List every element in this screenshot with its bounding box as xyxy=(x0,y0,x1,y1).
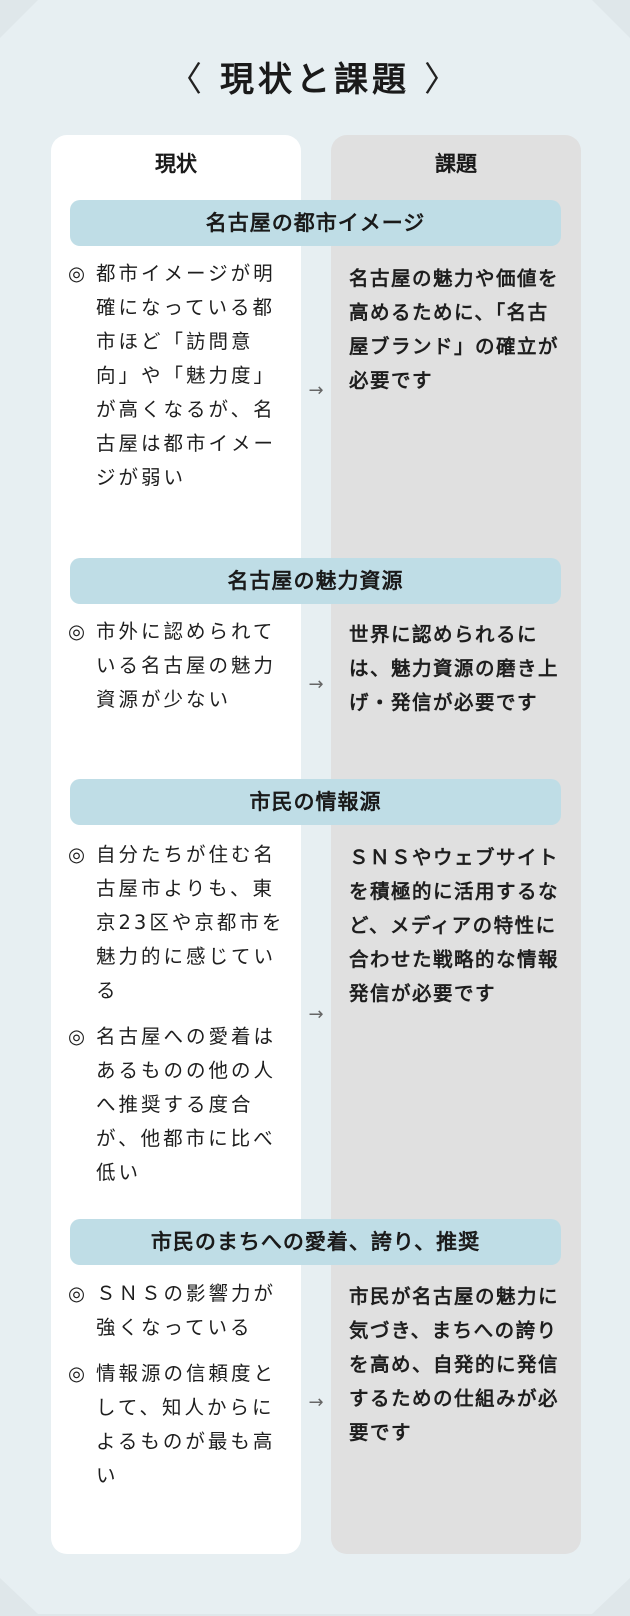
current-item-text: 市外に認められている名古屋の魅力資源が少ない xyxy=(96,620,277,711)
current-item-text: 都市イメージが明確になっている都市ほど「訪問意向」や「魅力度」が高くなるが、名古… xyxy=(96,262,277,489)
section-current-info-sources: ◎ 自分たちが住む名古屋市よりも、東京23区や京都市を魅力的に感じている ◎ 名… xyxy=(68,838,288,1202)
current-item: ◎ 名古屋への愛着はあるものの他の人へ推奨する度合が、他都市に比べ低い xyxy=(68,1020,288,1190)
section-issue-attractions: 世界に認められるには、魅力資源の磨き上げ・発信が必要です xyxy=(349,623,560,714)
double-circle-icon: ◎ xyxy=(68,1362,89,1385)
current-item-text: 名古屋への愛着はあるものの他の人へ推奨する度合が、他都市に比べ低い xyxy=(96,1025,277,1184)
current-item-text: ＳＮＳの影響力が強くなっている xyxy=(96,1282,277,1339)
double-circle-icon: ◎ xyxy=(68,620,89,643)
current-item: ◎ 都市イメージが明確になっている都市ほど「訪問意向」や「魅力度」が高くなるが、… xyxy=(68,257,288,495)
right-bracket-icon: 〉 xyxy=(424,60,462,100)
current-item: ◎ 自分たちが住む名古屋市よりも、東京23区や京都市を魅力的に感じている xyxy=(68,838,288,1008)
section-current-attractions: ◎ 市外に認められている名古屋の魅力資源が少ない xyxy=(68,615,288,729)
section-issue-city-image: 名古屋の魅力や価値を高めるために、「名古屋ブランド」の確立が必要です xyxy=(349,267,560,392)
current-item: ◎ ＳＮＳの影響力が強くなっている xyxy=(68,1277,288,1345)
current-column-heading: 現状 xyxy=(155,152,197,176)
current-item: ◎ 市外に認められている名古屋の魅力資源が少ない xyxy=(68,615,288,717)
issues-column-heading: 課題 xyxy=(435,152,477,176)
double-circle-icon: ◎ xyxy=(68,262,89,285)
left-bracket-icon: 〈 xyxy=(168,60,206,100)
current-column-card xyxy=(51,135,301,1554)
double-circle-icon: ◎ xyxy=(68,1025,89,1048)
right-arrow-icon: → xyxy=(308,380,324,401)
double-circle-icon: ◎ xyxy=(68,843,89,866)
section-heading-attractions: 名古屋の魅力資源 xyxy=(70,558,561,604)
section-issue-info-sources: ＳＮＳやウェブサイトを積極的に活用するなど、メディアの特性に合わせた戦略的な情報… xyxy=(349,846,560,1005)
current-item-text: 情報源の信頼度として、知人からによるものが最も高い xyxy=(96,1362,277,1487)
current-item: ◎ 情報源の信頼度として、知人からによるものが最も高い xyxy=(68,1357,288,1493)
page-title: 〈現状と課題〉 xyxy=(0,52,630,101)
section-current-city-image: ◎ 都市イメージが明確になっている都市ほど「訪問意向」や「魅力度」が高くなるが、… xyxy=(68,257,288,507)
double-circle-icon: ◎ xyxy=(68,1282,89,1305)
section-heading-city-image: 名古屋の都市イメージ xyxy=(70,200,561,246)
right-arrow-icon: → xyxy=(308,674,324,695)
section-heading-info-sources: 市民の情報源 xyxy=(70,779,561,825)
page-title-text: 現状と課題 xyxy=(220,60,410,100)
right-arrow-icon: → xyxy=(308,1004,324,1025)
current-item-text: 自分たちが住む名古屋市よりも、東京23区や京都市を魅力的に感じている xyxy=(96,843,285,1002)
right-arrow-icon: → xyxy=(308,1392,324,1413)
section-current-attachment-pride: ◎ ＳＮＳの影響力が強くなっている ◎ 情報源の信頼度として、知人からによるもの… xyxy=(68,1277,288,1505)
section-issue-attachment-pride: 市民が名古屋の魅力に気づき、まちへの誇りを高め、自発的に発信するための仕組みが必… xyxy=(349,1285,560,1444)
issues-column-card xyxy=(331,135,581,1554)
section-heading-attachment-pride: 市民のまちへの愛着、誇り、推奨 xyxy=(70,1219,561,1265)
